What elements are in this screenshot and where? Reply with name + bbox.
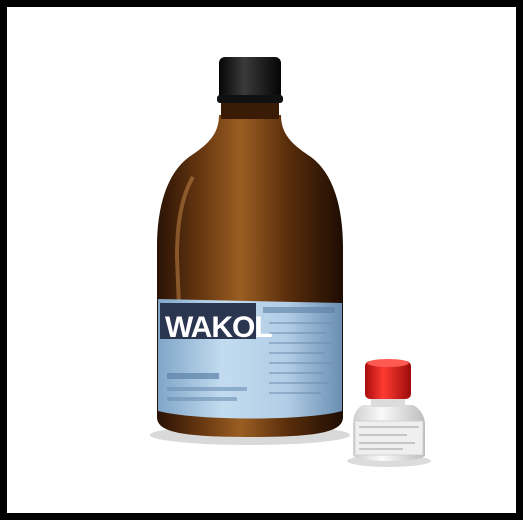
small-bottle-label bbox=[354, 420, 424, 456]
product-illustration bbox=[150, 57, 431, 467]
label-logo-band bbox=[160, 303, 256, 339]
bottle-neck bbox=[221, 99, 279, 119]
brand-logo: WAKOL bbox=[165, 311, 273, 344]
cap-ring bbox=[217, 95, 283, 103]
small-bottle-cap bbox=[365, 361, 411, 399]
glass-highlight bbox=[174, 175, 195, 308]
large-bottle-cap bbox=[219, 57, 281, 103]
product-photo: WAKOL bbox=[7, 7, 516, 513]
